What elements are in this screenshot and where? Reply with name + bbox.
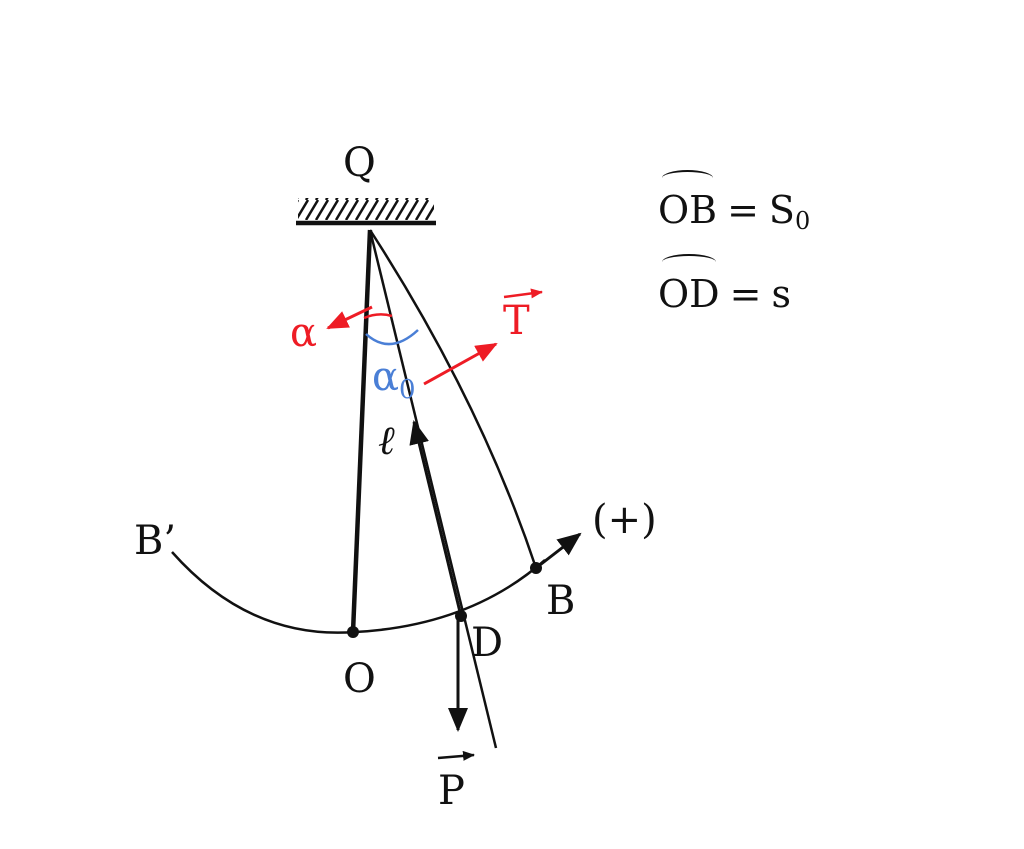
alpha-zero-subscript: 0 xyxy=(399,375,416,405)
string-to-b xyxy=(368,229,538,569)
formula-panel: OB =S0 OD =s xyxy=(658,170,811,348)
string-to-d xyxy=(368,229,498,749)
s-symbol: s xyxy=(771,272,791,316)
ceiling-hatching xyxy=(298,198,434,220)
alpha-zero-symbol: α xyxy=(372,354,399,400)
arc-ob-mark xyxy=(662,170,714,186)
alpha-zero-angle-arc xyxy=(365,329,419,346)
tension-vector xyxy=(423,342,498,386)
pivot-label: Q xyxy=(343,140,376,186)
equals-sign-2: = xyxy=(729,272,762,316)
s-max-symbol: S xyxy=(768,188,795,232)
formula-arc-od: OD =s xyxy=(658,254,810,348)
weight-label: P xyxy=(438,768,465,814)
tension-overarrow xyxy=(503,288,543,299)
formula-arc-ob: OB =S0 xyxy=(658,170,811,264)
arc-od-text: OD xyxy=(658,272,720,316)
alpha-arrow xyxy=(326,305,373,330)
positive-direction-label: (+) xyxy=(592,497,657,543)
length-label: ℓ xyxy=(378,418,395,464)
alpha-label: α xyxy=(290,310,317,356)
string-vertical xyxy=(350,229,373,633)
string-direction-arrow xyxy=(409,420,462,613)
alpha-zero-label: α0 xyxy=(372,354,416,405)
left-point-label: B’ xyxy=(134,518,176,564)
tension-label: T xyxy=(503,298,530,344)
arc-od-name: OD xyxy=(658,254,720,324)
arc-ob-name: OB xyxy=(658,170,718,240)
equals-sign-1: = xyxy=(727,188,759,232)
equilibrium-label: O xyxy=(343,656,376,702)
s-max-subscript: 0 xyxy=(794,207,811,235)
alpha-angle-arc xyxy=(363,313,393,320)
right-point-label: B xyxy=(546,578,575,624)
position-label: D xyxy=(471,620,503,666)
weight-overarrow xyxy=(437,750,475,761)
point-o-dot xyxy=(347,626,359,638)
positive-direction-arrow xyxy=(535,532,582,570)
arc-od-mark xyxy=(662,254,716,270)
arc-ob-text: OB xyxy=(658,188,718,232)
